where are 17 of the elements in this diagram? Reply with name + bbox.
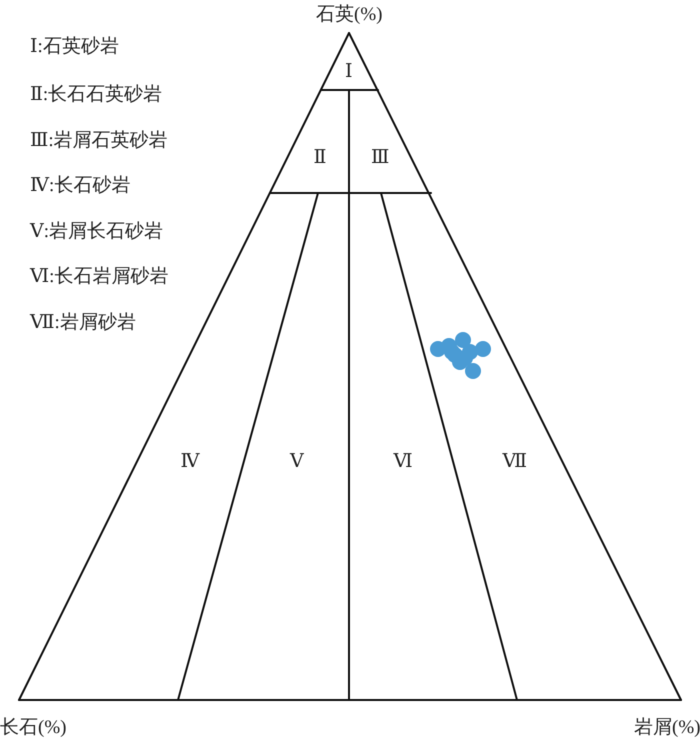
region-label: Ⅶ <box>502 451 528 473</box>
axis-label: 长石(%) <box>0 717 66 739</box>
legend-text: Ⅵ:长石岩屑砂岩 <box>30 266 168 288</box>
legend-text: Ⅲ:岩屑石英砂岩 <box>30 130 168 152</box>
region-label: Ⅵ <box>394 451 413 473</box>
legend-text: Ⅶ:岩屑砂岩 <box>30 312 136 334</box>
region-label: Ⅴ <box>290 451 304 473</box>
legend-text: Ⅰ:石英砂岩 <box>30 36 119 58</box>
legend-text: Ⅳ:长石砂岩 <box>30 175 130 197</box>
region-label: Ⅰ <box>345 61 353 83</box>
legend-text: Ⅴ:岩屑长石砂岩 <box>30 221 163 243</box>
region-label: Ⅲ <box>371 147 390 169</box>
axis-label: 岩屑(%) <box>634 717 700 739</box>
region-label: Ⅱ <box>314 147 326 169</box>
legend-text: Ⅱ:长石石英砂岩 <box>30 84 162 106</box>
region-label: Ⅳ <box>180 451 200 473</box>
axis-label: 石英(%) <box>316 4 382 26</box>
